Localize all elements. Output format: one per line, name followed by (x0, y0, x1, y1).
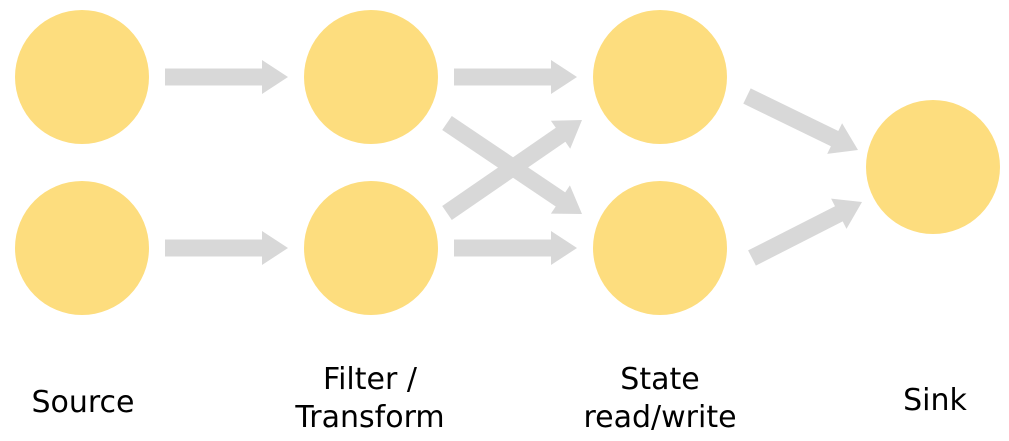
source-node-bottom (15, 181, 149, 315)
arrow-state-top-to-sink (743, 88, 858, 154)
filter-node-top (304, 10, 438, 144)
filter-label-line-1: Filter / (323, 362, 417, 397)
arrow-source-top-to-filter-top (165, 60, 288, 94)
state-read-write-label: State read/write (550, 361, 770, 437)
source-label-line-1: Source (31, 385, 135, 420)
arrow-filter-bottom-to-state-bottom (454, 231, 577, 265)
arrow-source-bottom-to-filter-bottom (165, 231, 288, 265)
sink-label: Sink (825, 382, 1009, 420)
state-label-line-2: read/write (583, 400, 737, 435)
state-node-top (593, 10, 727, 144)
state-label-line-1: State (620, 362, 700, 397)
source-label: Source (0, 384, 193, 422)
source-node-top (15, 10, 149, 144)
sink-label-line-1: Sink (903, 383, 967, 418)
state-node-bottom (593, 181, 727, 315)
arrows-group (165, 60, 862, 266)
filter-label-line-2: Transform (295, 400, 445, 435)
sink-node (866, 100, 1000, 234)
arrow-state-bottom-to-sink (748, 198, 862, 266)
arrow-filter-top-to-state-top (454, 60, 577, 94)
filter-transform-label: Filter / Transform (260, 361, 480, 437)
filter-node-bottom (304, 181, 438, 315)
arrow-filter-bottom-to-state-top (442, 120, 582, 220)
